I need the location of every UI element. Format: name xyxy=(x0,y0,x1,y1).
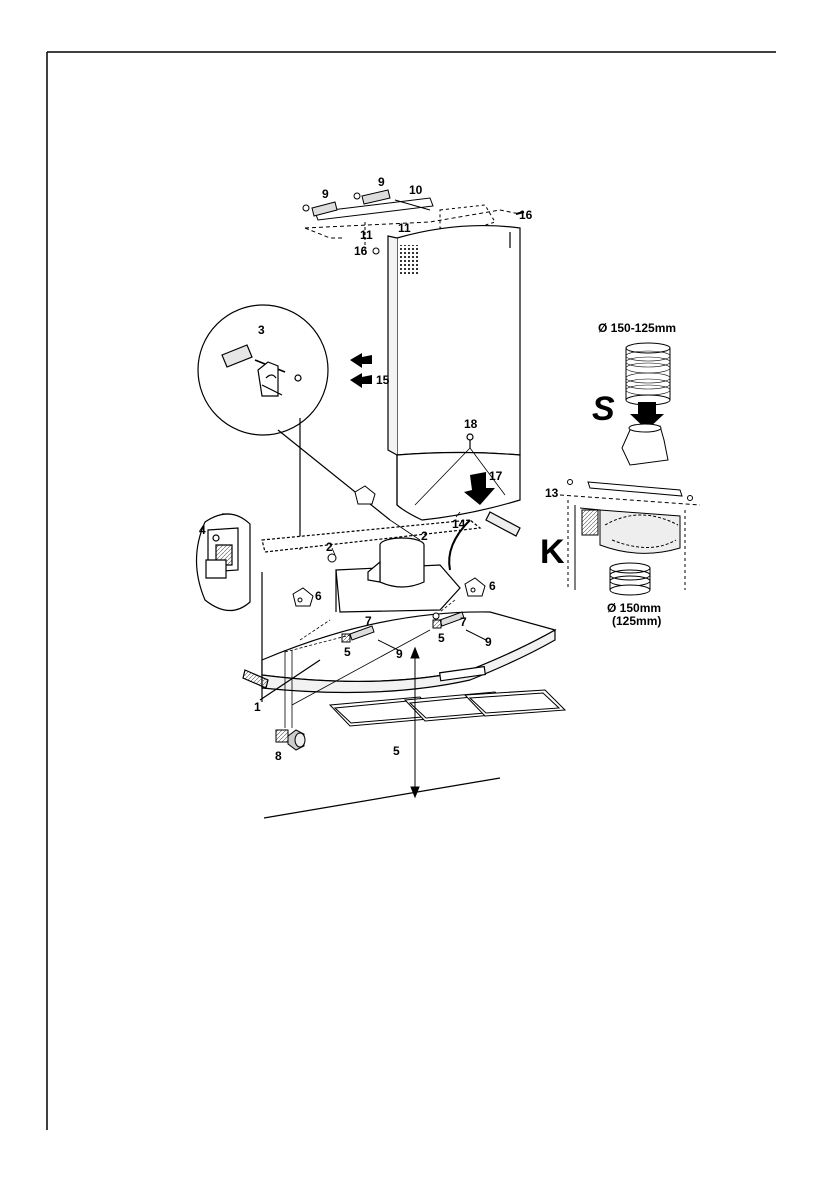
grease-filters xyxy=(328,689,567,727)
callout-2-right: 2 xyxy=(421,529,428,543)
callout-9-right-screw: 9 xyxy=(485,635,492,649)
callout-9-left-screw: 9 xyxy=(396,647,403,661)
callout-6-left: 6 xyxy=(315,589,322,603)
detail-circle-4 xyxy=(195,513,251,612)
callout-5-left: 5 xyxy=(344,645,351,659)
callout-10: 10 xyxy=(409,183,423,197)
s-diameter-label: Ø 150-125mm xyxy=(598,321,676,335)
callout-6-right: 6 xyxy=(489,579,496,593)
screw-set-right xyxy=(432,611,487,641)
callout-9-left: 9 xyxy=(322,187,329,201)
callout-5-height: 5 xyxy=(393,744,400,758)
callout-13: 13 xyxy=(545,486,559,500)
k-diameter-alt-label: (125mm) xyxy=(612,614,661,628)
hood-body xyxy=(242,511,557,702)
screw-set-left xyxy=(341,625,399,651)
arrow-17 xyxy=(464,472,495,505)
bracket-top-left xyxy=(354,485,376,505)
duct-pipe-s xyxy=(625,342,671,406)
hob-line xyxy=(263,777,501,819)
callout-18: 18 xyxy=(464,417,478,431)
variant-s-letter: S xyxy=(592,390,615,428)
wall-plug-9b xyxy=(353,189,391,205)
chimney-cover xyxy=(387,224,521,521)
top-bracket-assembly xyxy=(302,189,525,255)
callout-4: 4 xyxy=(199,523,206,537)
k-diameter-label: Ø 150mm xyxy=(607,601,661,615)
detail-circle-3 xyxy=(197,304,391,550)
callout-14: 14 xyxy=(452,517,466,531)
callout-16-left: 16 xyxy=(354,244,368,258)
callout-8: 8 xyxy=(275,749,282,763)
knob-8 xyxy=(275,729,306,751)
recirc-assembly-k xyxy=(559,479,701,596)
callout-17: 17 xyxy=(489,469,503,483)
wall-plug-9a xyxy=(302,201,338,217)
arrow-s xyxy=(630,402,664,430)
callout-11-left: 11 xyxy=(360,228,373,242)
callout-1: 1 xyxy=(254,700,261,714)
callout-11-right: 11 xyxy=(398,221,411,235)
flange-adapter-s xyxy=(621,423,669,466)
callout-7-right: 7 xyxy=(460,615,467,629)
arrow-pair-15 xyxy=(350,353,372,388)
bracket-6-left xyxy=(292,587,314,607)
callout-3: 3 xyxy=(258,323,265,337)
callout-9-top: 9 xyxy=(378,175,385,189)
callout-5-right: 5 xyxy=(438,631,445,645)
variant-k-letter: K xyxy=(540,533,565,571)
leader-lines xyxy=(284,511,461,728)
bracket-6-right xyxy=(464,577,486,597)
callout-7-left: 7 xyxy=(365,614,372,628)
callout-2-left: 2 xyxy=(326,540,333,554)
callout-16-right: 16 xyxy=(519,208,533,222)
hole-2 xyxy=(327,553,337,563)
callout-15: 15 xyxy=(376,373,390,387)
